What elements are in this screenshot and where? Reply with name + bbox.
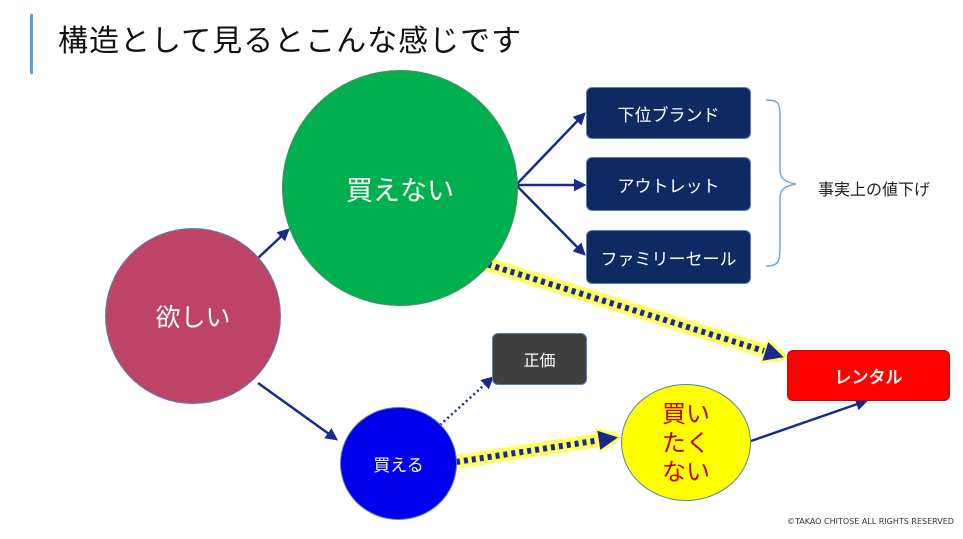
node-cannot-buy: 買えない: [282, 70, 518, 306]
node-dont-want-to-buy: 買い たく ない: [621, 384, 751, 501]
box-family-sale: ファミリーセール: [586, 230, 751, 284]
node-can-buy: 買える: [340, 407, 457, 520]
node-want-label: 欲しい: [155, 303, 231, 332]
box-lower-brand: 下位ブランド: [586, 87, 751, 139]
node-dont-want-label: 買い たく ない: [662, 400, 710, 486]
arrow-cannot-to-lower-brand: [515, 112, 586, 186]
box-regular-price: 正価: [492, 333, 587, 385]
arrow-canbuy-to-regular: [439, 376, 494, 426]
box-family-sale-label: ファミリーセール: [600, 249, 737, 270]
arrow-canbuy-to-dontwant: [455, 438, 614, 465]
box-rental: レンタル: [787, 350, 950, 401]
arrow-dontwant-to-rental: [750, 398, 869, 443]
brace-label: 事実上の値下げ: [818, 180, 931, 199]
box-lower-brand-label: 下位ブランド: [617, 105, 720, 126]
brace-bracket: [765, 99, 797, 267]
node-cannot-buy-label: 買えない: [346, 175, 454, 207]
copyright-notice: ©TAKAO CHITOSE ALL RIGHTS RESERVED: [787, 517, 954, 526]
arrow-want-to-canbuy: [257, 381, 339, 441]
box-rental-label: レンタル: [834, 368, 903, 388]
box-outlet-label: アウトレット: [617, 176, 720, 197]
title-accent-bar: [30, 14, 33, 74]
node-want: 欲しい: [105, 228, 281, 404]
page-title: 構造として見るとこんな感じです: [58, 24, 523, 59]
box-regular-price-label: 正価: [523, 351, 556, 370]
highlight-glow-cannot-to-rental: [473, 255, 785, 362]
arrow-want-to-cannot: [257, 228, 290, 259]
node-can-buy-label: 買える: [373, 456, 424, 476]
highlight-glow-canbuy-to-dontwant: [449, 431, 619, 469]
arrow-cannot-to-family-sale: [515, 184, 586, 256]
box-outlet: アウトレット: [586, 157, 751, 211]
